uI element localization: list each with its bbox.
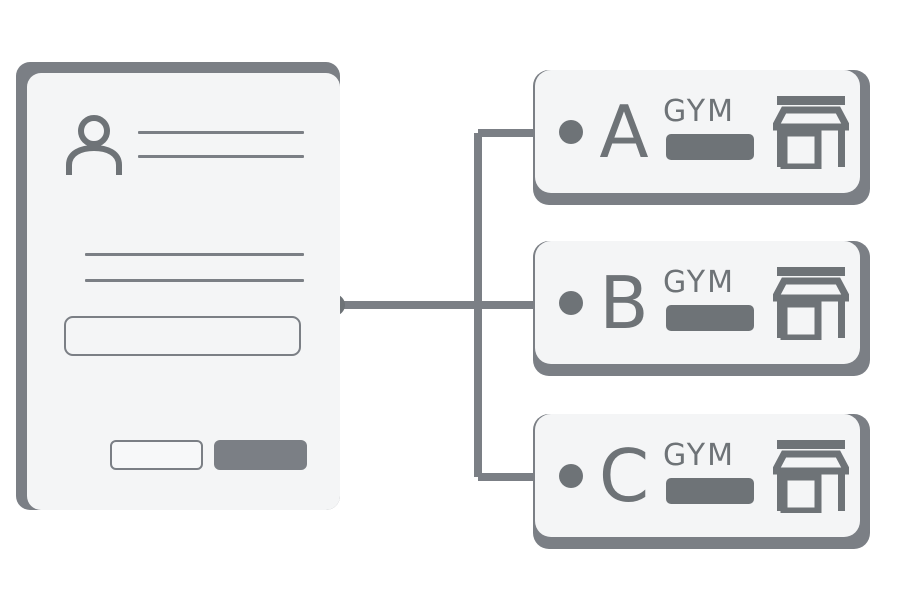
form-text-input[interactable] — [64, 316, 301, 356]
gym-c-letter: C — [598, 434, 650, 518]
header-line-1 — [138, 131, 304, 134]
gym-c-input-dot — [559, 464, 583, 488]
gym-b-card[interactable]: B GYM — [535, 241, 860, 364]
gym-a-word: GYM — [663, 94, 735, 129]
storefront-icon — [773, 96, 849, 169]
gym-c-name-bar — [666, 478, 754, 504]
application-form-card[interactable] — [27, 73, 340, 510]
body-line-1 — [85, 253, 304, 256]
gym-b-name-bar — [666, 305, 754, 331]
submit-button[interactable] — [214, 440, 307, 470]
header-line-2 — [138, 155, 304, 158]
gym-b-input-dot — [559, 291, 583, 315]
gym-b-word: GYM — [663, 265, 735, 300]
gym-a-input-dot — [559, 120, 583, 144]
gym-a-card[interactable]: A GYM — [535, 70, 860, 193]
gym-a-letter: A — [599, 90, 649, 174]
gym-a-name-bar — [666, 134, 754, 160]
person-icon — [66, 115, 122, 175]
gym-b-letter: B — [599, 261, 649, 345]
cancel-button[interactable] — [110, 440, 203, 470]
body-line-2 — [85, 279, 304, 282]
storefront-icon — [773, 440, 849, 513]
gym-c-card[interactable]: C GYM — [535, 414, 860, 537]
gym-c-word: GYM — [663, 438, 735, 473]
storefront-icon — [773, 267, 849, 340]
